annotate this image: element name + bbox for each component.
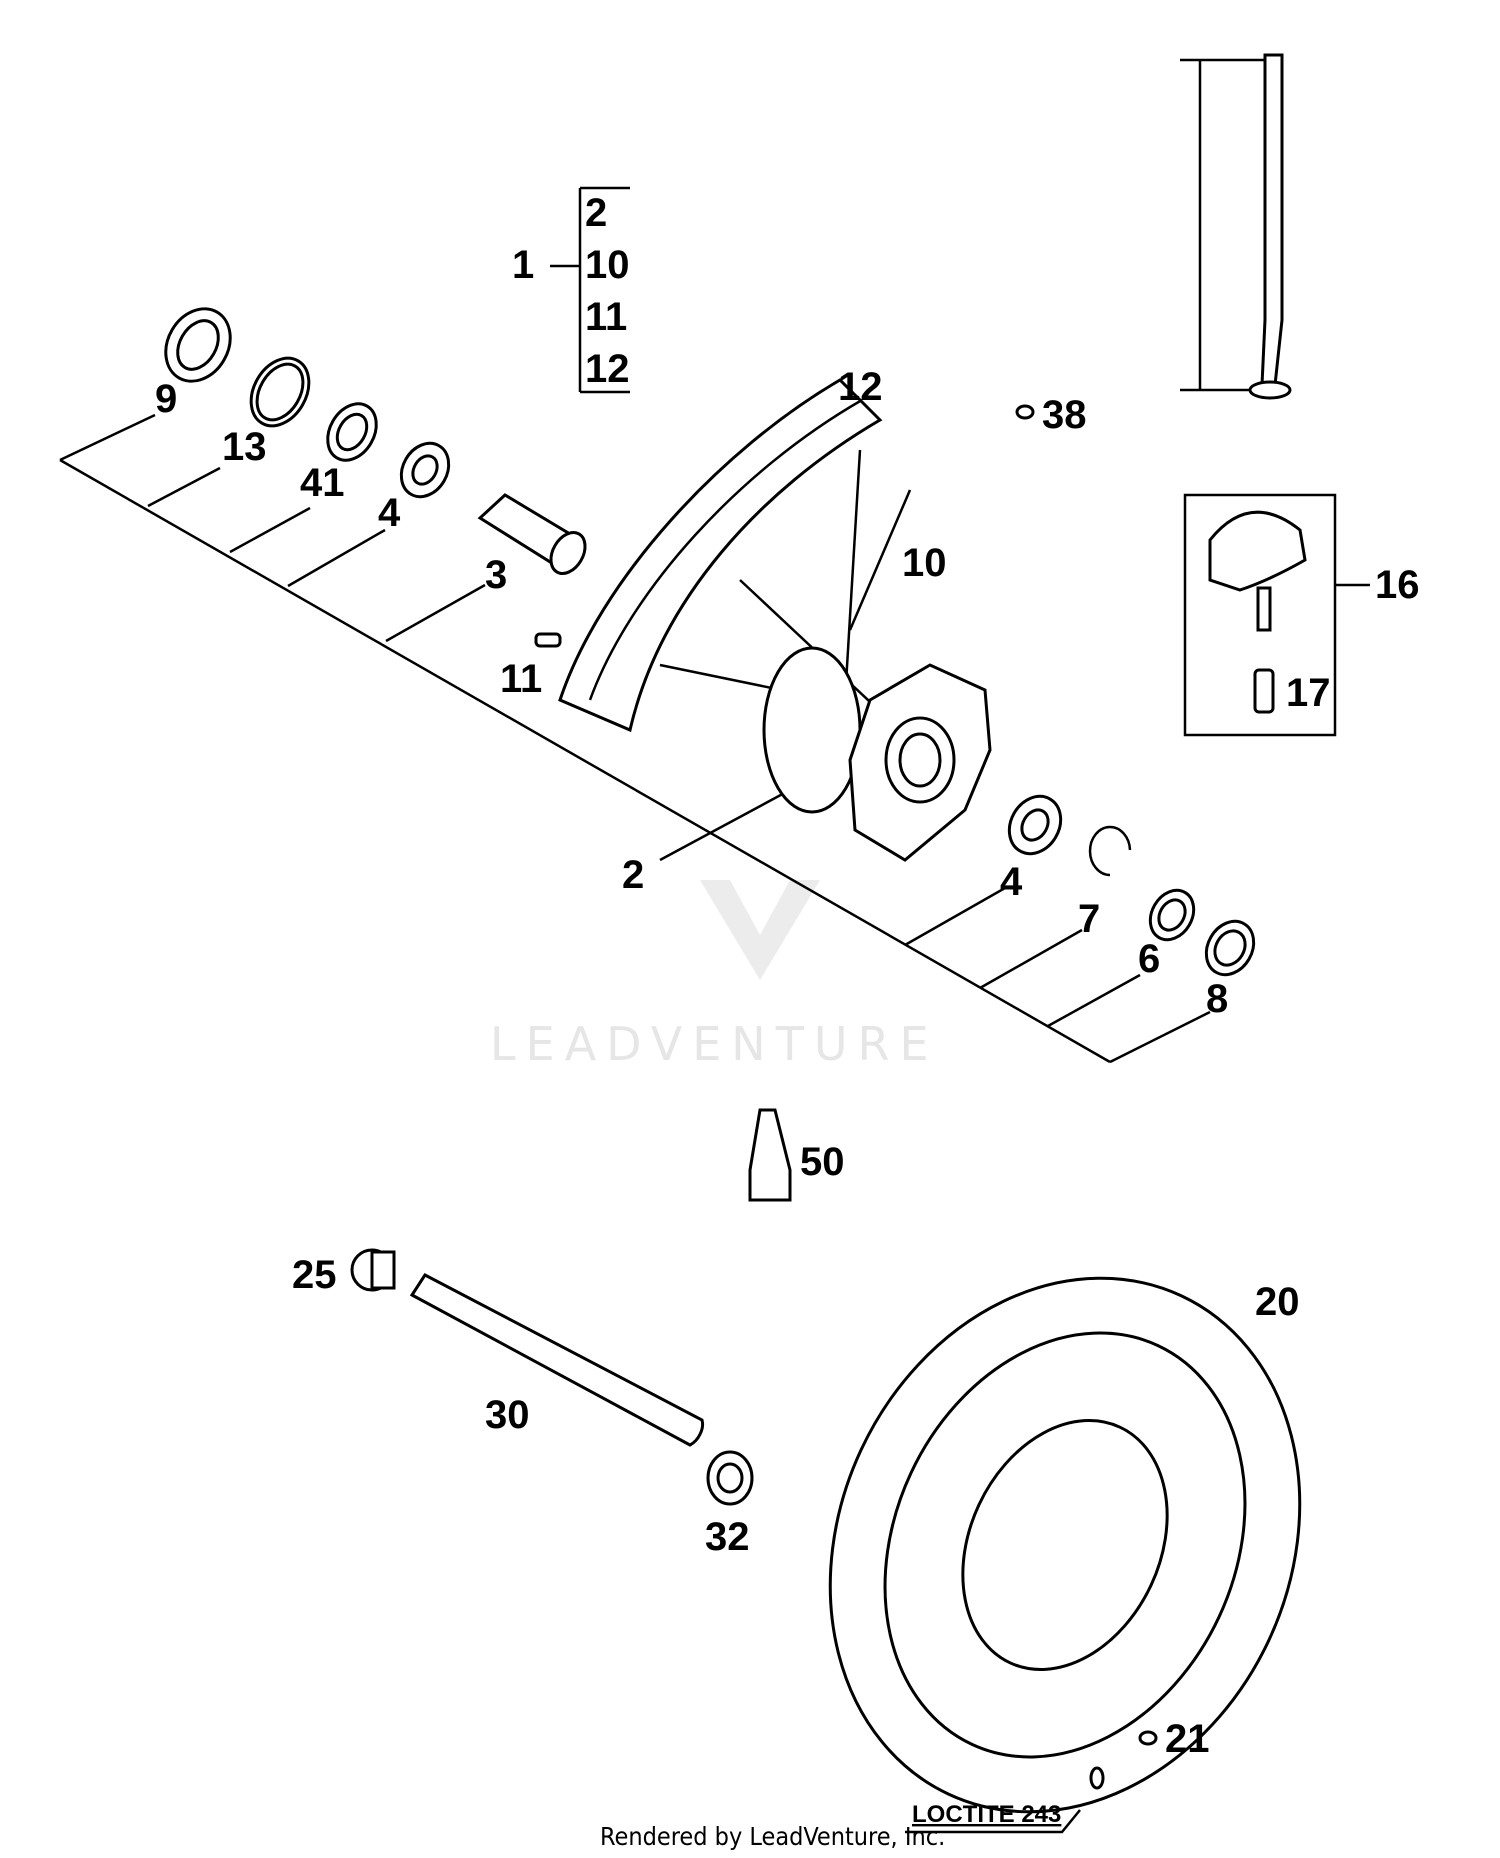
label-11: 11 xyxy=(500,657,542,701)
label-41: 41 xyxy=(300,461,345,505)
nipple-38 xyxy=(1015,404,1035,420)
label-6: 6 xyxy=(1138,937,1160,981)
hub-2 xyxy=(762,646,992,862)
label-9: 9 xyxy=(155,377,177,421)
spacer-8 xyxy=(1204,919,1256,977)
bearing-4-left xyxy=(399,441,451,499)
kit-item-2: 2 xyxy=(585,191,607,235)
label-21: 21 xyxy=(1165,1717,1210,1761)
bearing-4-right xyxy=(1007,794,1063,856)
label-8: 8 xyxy=(1206,977,1228,1021)
label-32: 32 xyxy=(705,1515,750,1559)
label-1: 1 xyxy=(512,243,534,287)
o-ring-13 xyxy=(249,356,311,428)
label-13: 13 xyxy=(222,425,267,469)
bolt-21 xyxy=(1089,1730,1158,1790)
part-labels: 1 2 10 11 12 9 13 41 4 3 11 12 10 38 16 … xyxy=(155,191,1420,1761)
lock-washer-41 xyxy=(326,402,378,462)
label-50: 50 xyxy=(800,1140,845,1184)
nut-25 xyxy=(350,1248,396,1292)
seal-ring-9 xyxy=(164,307,232,383)
label-4-upper: 4 xyxy=(378,491,401,535)
footer-credit: Rendered by LeadVenture, Inc. xyxy=(600,1822,945,1851)
label-25: 25 xyxy=(292,1253,337,1297)
kit-item-11: 11 xyxy=(585,295,627,339)
axle-30 xyxy=(409,1273,704,1447)
spacer-tube-3 xyxy=(477,493,587,575)
watermark-text: LEADVENTURE xyxy=(490,1017,939,1071)
watermark: LEADVENTURE xyxy=(490,880,939,1071)
circlip-7 xyxy=(1088,825,1132,877)
label-38: 38 xyxy=(1042,393,1087,437)
label-16: 16 xyxy=(1375,563,1420,607)
label-20: 20 xyxy=(1255,1280,1300,1324)
kit-item-10: 10 xyxy=(585,243,630,287)
label-10: 10 xyxy=(902,541,947,585)
label-12: 12 xyxy=(838,365,883,409)
label-4-lower: 4 xyxy=(1000,860,1023,904)
label-17: 17 xyxy=(1286,671,1331,715)
label-2: 2 xyxy=(622,853,644,897)
loctite-note: LOCTITE 243 xyxy=(912,1801,1061,1828)
nipple-11 xyxy=(534,632,562,648)
spoke-detail xyxy=(1248,53,1292,400)
label-30: 30 xyxy=(485,1393,530,1437)
label-3: 3 xyxy=(485,553,507,597)
rim-lock-box xyxy=(1183,493,1337,737)
seal-ring-6 xyxy=(1148,888,1196,942)
rim-12 xyxy=(558,378,883,733)
valve-cap-50 xyxy=(748,1108,792,1202)
leader-lines xyxy=(59,58,1370,1834)
brake-disc-20 xyxy=(828,1276,1302,1814)
label-7: 7 xyxy=(1078,897,1100,941)
kit-item-12: 12 xyxy=(585,347,630,391)
nut-32 xyxy=(706,1450,754,1506)
